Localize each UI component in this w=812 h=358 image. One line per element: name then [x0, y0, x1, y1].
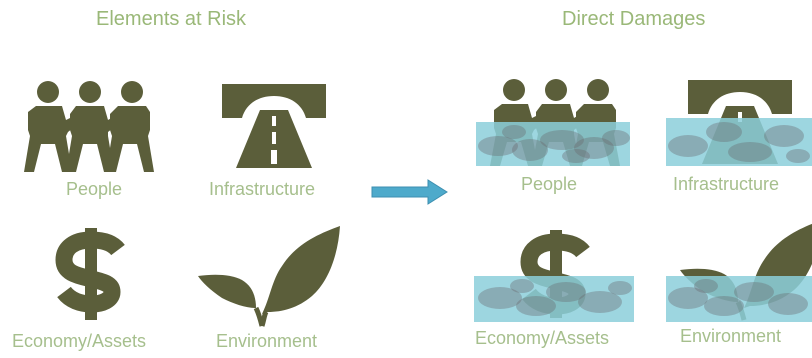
- infrastructure-label: Infrastructure: [209, 179, 316, 199]
- road-tunnel-icon: [222, 84, 326, 168]
- environment-label: Environment: [216, 331, 318, 351]
- flood-water-icon: [474, 276, 634, 322]
- environment-damaged-label: Environment: [680, 326, 782, 346]
- direct-damages-title: Direct Damages: [562, 8, 706, 30]
- infrastructure-damaged-icon: [666, 80, 812, 166]
- people-label: People: [66, 179, 123, 199]
- people-chain-icon: [24, 80, 154, 172]
- flood-water-icon: [666, 276, 812, 322]
- people-damaged-label: People: [521, 174, 578, 194]
- elements-at-risk-title: Elements at Risk: [96, 8, 247, 30]
- economy-damaged-icon: [474, 230, 634, 322]
- people-damaged-icon: [476, 78, 630, 166]
- flood-water-icon: [666, 118, 812, 166]
- economy-damaged-label: Economy/Assets: [475, 328, 610, 348]
- right-arrow-icon: [371, 179, 448, 205]
- leaf-sprout-icon: [198, 226, 342, 327]
- infrastructure-damaged-label: Infrastructure: [673, 174, 780, 194]
- flood-water-icon: [476, 122, 630, 166]
- dollar-sign-icon: [54, 228, 128, 320]
- environment-damaged-icon: [666, 220, 812, 322]
- economy-assets-label: Economy/Assets: [12, 331, 147, 351]
